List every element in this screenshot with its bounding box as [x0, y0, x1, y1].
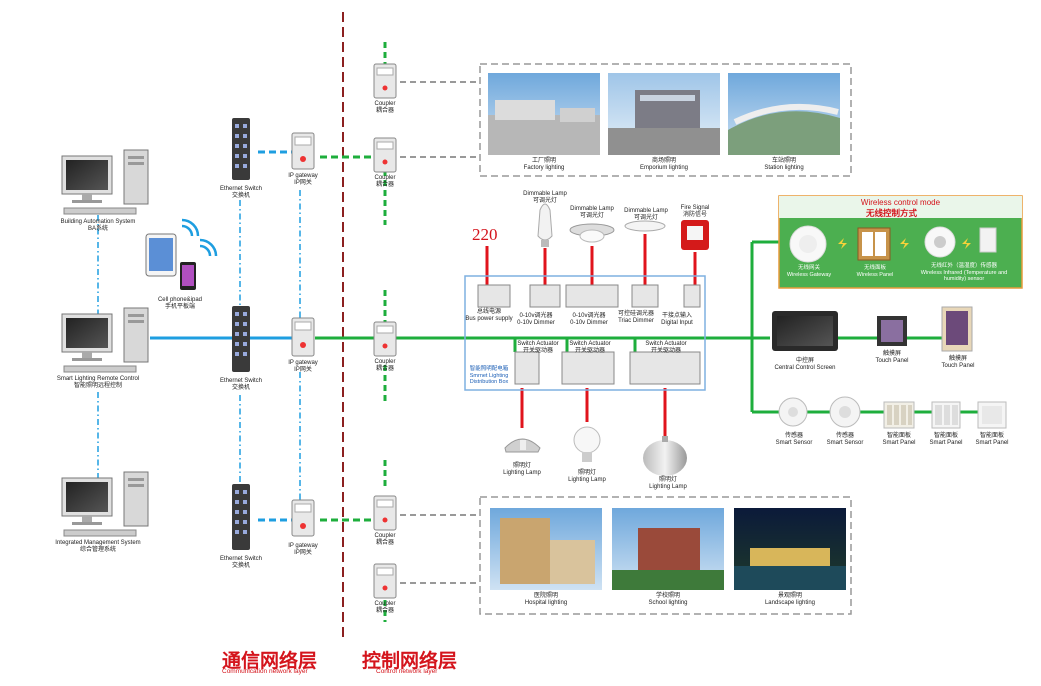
- wireless-panel-header: [779, 196, 1022, 218]
- vertical-network-links: [97, 190, 301, 500]
- scene-links: [400, 81, 478, 584]
- wireless-mode-title-zh: 无线控制方式: [866, 209, 918, 219]
- distribution-module-icons: [477, 284, 701, 385]
- control-layer-title: 控制网络层: [362, 650, 458, 672]
- switch-gateway-links: [258, 150, 292, 522]
- power-lines: [485, 234, 697, 438]
- wireless-device-icons: [789, 225, 997, 263]
- distribution-box-outline: [464, 275, 706, 391]
- computer-icons: [61, 149, 149, 537]
- communication-layer-subtitle: Communication network layer: [222, 668, 308, 675]
- tablet-phone-icon: [145, 218, 218, 290]
- wireless-mode-title: Wireless control mode: [860, 198, 941, 207]
- voltage-label: 220: [472, 225, 498, 244]
- din-module-icons: [291, 63, 397, 599]
- ethernet-switch-icons: [232, 118, 250, 550]
- lighting-lamp-icons: [504, 426, 687, 476]
- control-layer-subtitle: Control network layer: [376, 668, 438, 675]
- top-scene-photos: [488, 73, 840, 155]
- sensor-panel-icons: [778, 396, 1007, 429]
- control-screen-icons: [772, 306, 973, 352]
- dimmable-lamp-icons: [537, 203, 709, 250]
- bottom-scene-photos: [490, 508, 846, 590]
- bottom-scene-box: [479, 496, 852, 615]
- communication-layer-title: 通信网络层: [222, 650, 318, 672]
